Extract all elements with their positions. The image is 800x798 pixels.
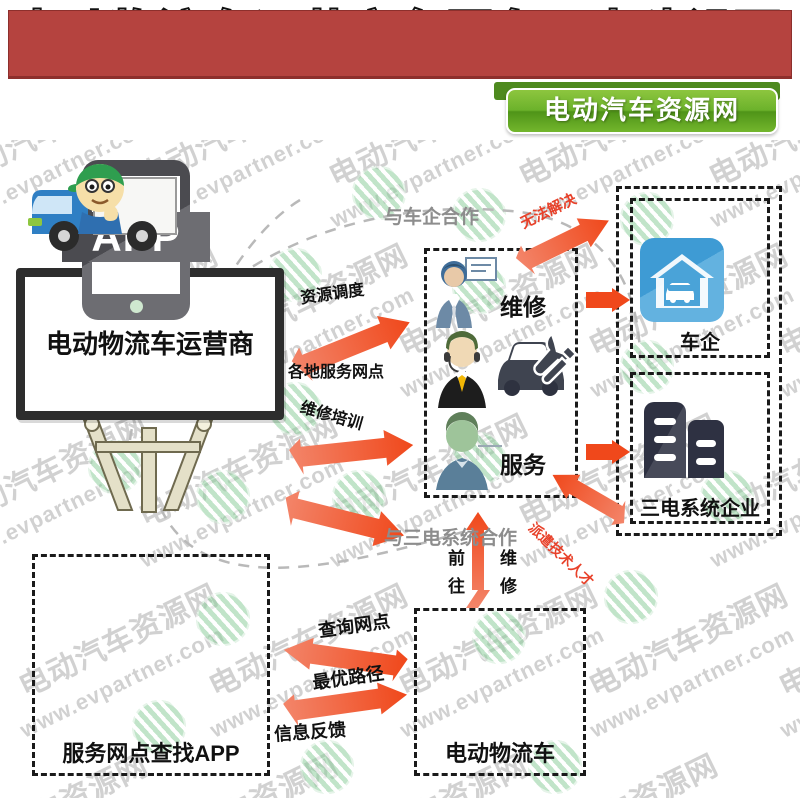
diagram-layer: 车企 三电系统企业 <box>0 140 800 798</box>
service-center-repair-label: 维修 <box>500 294 546 320</box>
arrow-resource-dispatch <box>291 316 410 381</box>
arrow-center-to-car-company <box>586 288 630 312</box>
region-label-car-company-coop: 与车企合作 <box>384 207 480 228</box>
service-center-service-label: 服务 <box>500 452 546 478</box>
car-repair-icon <box>498 332 578 396</box>
header-divider <box>8 76 792 79</box>
arrow-label-go-2: 往 <box>448 577 465 596</box>
call-center-avatar <box>438 331 486 408</box>
phone-home-button <box>130 300 143 313</box>
truck-driver-icon <box>68 164 124 234</box>
partner-group-box <box>616 186 782 536</box>
arrow-query-network <box>283 637 408 682</box>
arrow-label-repair-2: 修 <box>500 577 517 596</box>
delivery-truck-icon <box>28 164 177 251</box>
region-label-three-electric-coop: 与三电系统合作 <box>384 528 518 549</box>
vehicle-box <box>414 608 586 776</box>
arrow-layer <box>283 218 630 727</box>
garage-car-icon <box>640 238 724 322</box>
office-buildings-icon <box>636 398 732 480</box>
flow-guide-curves <box>128 198 642 569</box>
arrow-dispatch-technicians <box>552 474 626 525</box>
arrow-label-service-network: 各地服务网点 <box>288 364 385 381</box>
source-badge: 电动汽车资源网 <box>506 88 778 134</box>
source-badge-label: 电动汽车资源网 <box>543 95 740 125</box>
arrow-service-network <box>289 429 414 475</box>
arrow-go-for-repair <box>466 512 490 608</box>
service-center-box <box>424 248 578 498</box>
partner-box-car-company <box>630 198 770 358</box>
arrow-label-information-feedback: 信息反馈 <box>273 719 347 745</box>
app-box <box>32 554 270 776</box>
arrow-cannot-solve <box>515 218 609 275</box>
partner-label-car-company: 车企 <box>680 332 720 354</box>
arrow-center-to-three-electric <box>586 440 630 464</box>
header-banner <box>8 10 792 78</box>
arrow-label-go-1: 前 <box>448 549 465 568</box>
arrow-label-repair-1: 维 <box>500 549 517 568</box>
arrow-information-feedback <box>283 682 408 727</box>
